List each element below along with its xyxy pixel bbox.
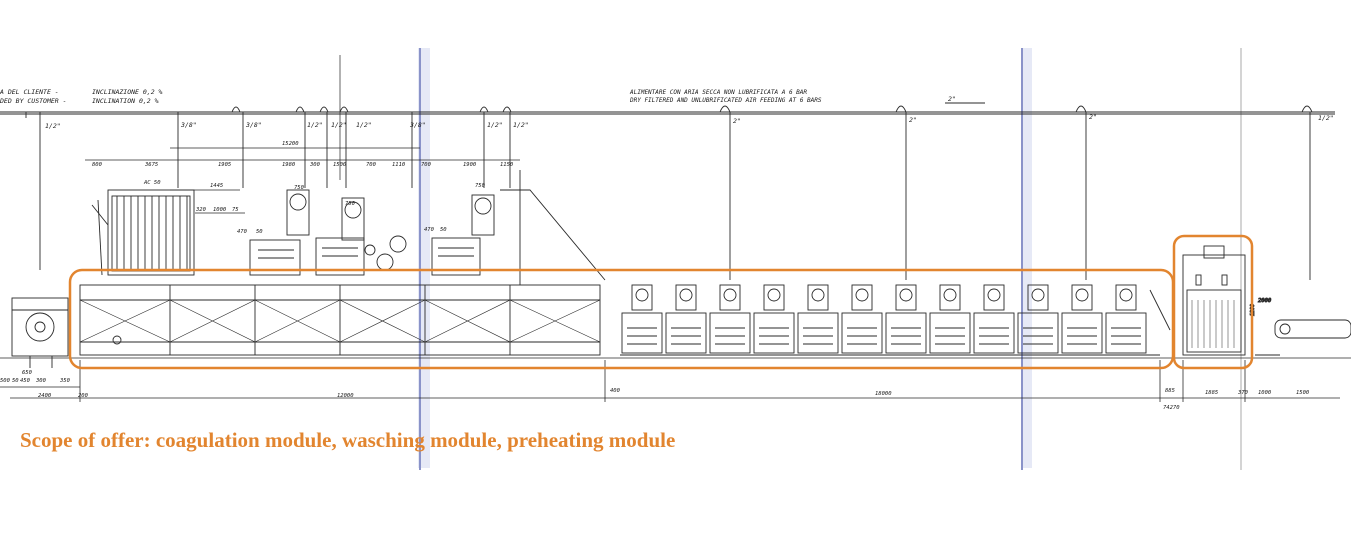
washing-unit: [1061, 284, 1103, 354]
washing-units: [620, 284, 1171, 356]
pipe-label: 3/8": [245, 121, 262, 129]
dim-470: 470: [237, 229, 248, 235]
washing-unit: [709, 284, 751, 354]
preheating-unit: 2000 1200: [1182, 245, 1272, 356]
dim-2400: 2400: [38, 393, 52, 399]
dim-350: 350: [59, 378, 71, 384]
dim-750b: 750: [345, 201, 356, 207]
dim-50c: 50: [12, 378, 19, 384]
pipe-label: 1/2": [487, 121, 503, 129]
dim-1900: 1900: [463, 162, 477, 168]
dim-2000: 2000: [1258, 298, 1272, 304]
dim-ac50: AC 50: [143, 180, 161, 186]
dim-15200: 15200: [282, 141, 299, 147]
dim-1110: 1110: [392, 162, 406, 168]
washing-unit: [841, 284, 883, 354]
header-notes: A DEL CLIENTE - DED BY CUSTOMER - INCLIN…: [0, 88, 822, 105]
pipe-label: 2": [1089, 113, 1097, 121]
unwinder-station: [11, 297, 69, 368]
washing-unit: [885, 284, 927, 354]
dim-1000: 1000: [213, 207, 227, 213]
exit-conveyor: [1255, 319, 1351, 356]
dim-74270: 74270: [1163, 405, 1180, 411]
coagulation-rack: [91, 189, 195, 276]
dim-300: 300: [309, 162, 321, 168]
dim-650: 650: [22, 370, 33, 376]
note-air-en: DRY FILTERED AND UNLUBRIFICATED AIR FEED…: [629, 97, 822, 104]
pipe-label: 1/2": [513, 121, 529, 129]
dim-1500b: 1500: [1296, 390, 1310, 396]
dim-1980: 1980: [282, 162, 296, 168]
dim-50b: 50: [440, 227, 447, 233]
scope-caption: Scope of offer: coagulation module, wasc…: [20, 428, 676, 452]
dim-470b: 470: [424, 227, 435, 233]
dim-1150: 1150: [500, 162, 514, 168]
dim-450: 450: [20, 378, 31, 384]
pipe-size-labels: 1/2" 3/8" 3/8" 1/2" 1/2" 1/2" 3/8" 1/2" …: [45, 95, 1334, 130]
note-client-it: A DEL CLIENTE -: [0, 88, 59, 96]
preheating-highlight: [1172, 234, 1254, 370]
pipe-label: 2": [909, 116, 917, 124]
dim-1500: 1500: [333, 162, 347, 168]
dim-18000: 18000: [875, 391, 892, 397]
washing-unit: [797, 284, 839, 354]
coagulation-bath: [79, 284, 601, 356]
dim-1445: 1445: [210, 183, 223, 189]
pipe-label: 2": [733, 117, 741, 125]
dim-75: 75: [232, 207, 239, 213]
dim-12000: 12000: [337, 393, 354, 399]
washing-unit: [665, 284, 707, 354]
washing-unit: [753, 284, 795, 354]
supply-lines: [0, 102, 1335, 280]
note-client-en: DED BY CUSTOMER -: [0, 97, 67, 105]
top-dimensions: 800 3675 1905 1980 300 1500 700 1110 700…: [85, 141, 520, 235]
pipe-label: 3/8": [409, 121, 426, 129]
pipe-label: 1/2": [45, 122, 61, 130]
dim-200: 200: [78, 393, 89, 399]
note-inclination-it: INCLINAZIONE 0,2 %: [92, 88, 163, 96]
pipe-label: 1/2": [356, 121, 372, 129]
washing-unit: [973, 284, 1015, 354]
dim-750: 750: [294, 185, 305, 191]
dim-1885: 1885: [1205, 390, 1218, 396]
pipe-label: 1/2": [1318, 114, 1334, 122]
pipe-label: 1/2": [307, 121, 323, 129]
washing-unit: [1105, 284, 1147, 354]
dim-700: 700: [366, 162, 377, 168]
paper-fold-lines: [339, 48, 1242, 470]
washing-unit: [621, 284, 663, 354]
dim-50: 50: [256, 229, 263, 235]
dim-885: 885: [1165, 388, 1175, 394]
dim-500: 500: [0, 378, 11, 384]
upper-machinery: [249, 170, 606, 285]
washing-unit: [929, 284, 971, 354]
pipe-label: 3/8": [180, 121, 197, 129]
pipe-label: 2": [948, 95, 956, 103]
dim-1000b: 1000: [1258, 390, 1272, 396]
note-inclination-en: INCLINATION 0,2 %: [92, 97, 159, 105]
dim-800: 800: [92, 162, 103, 168]
dim-700b: 700: [421, 162, 432, 168]
bottom-dimensions: 650 500 50 450 300 350 2400 200 12000 40…: [0, 357, 1351, 411]
dim-400: 400: [610, 388, 621, 394]
dim-300b: 300: [35, 378, 47, 384]
dim-750c: 750: [475, 183, 486, 189]
scope-highlights: [68, 234, 1254, 370]
note-air-it: ALIMENTARE CON ARIA SECCA NON LUBRIFICAT…: [629, 89, 807, 96]
dim-3675: 3675: [144, 162, 158, 168]
dim-320: 320: [195, 207, 207, 213]
dim-1905: 1905: [218, 162, 231, 168]
washing-unit: [1017, 284, 1059, 354]
dim-370: 370: [1237, 390, 1249, 396]
pipe-label: 1/2": [331, 121, 347, 129]
